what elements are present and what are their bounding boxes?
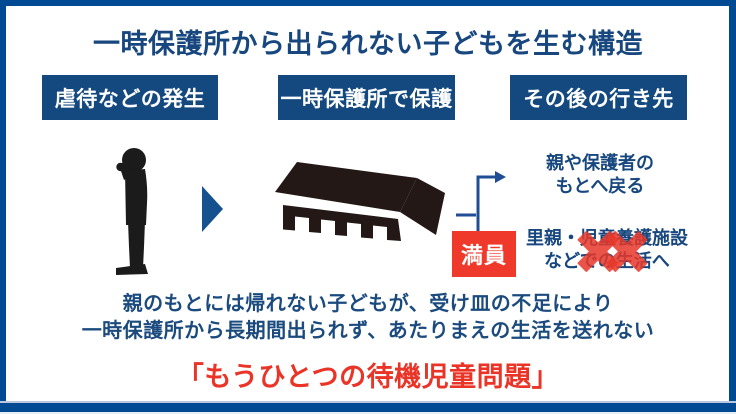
arrowhead-icon [495,171,506,183]
frame-border-left [0,0,6,414]
summary-line: 親のもとには帰れない子どもが、受け皿の不足により [122,293,614,315]
summary-line: 一時保護所から長期間出られず、あたりまえの生活を送れない [81,320,655,342]
stage-box-destination: その後の行き先 [510,75,687,120]
right-arrow-icon [202,186,223,232]
frame-border-right [729,0,736,414]
summary-text: 親のもとには帰れない子どもが、受け皿の不足により 一時保護所から長期間出られず、… [0,291,736,345]
blocked-cross-icon [604,228,650,274]
badge-label: 満員 [460,243,507,268]
stage-box-abuse: 虐待などの発生 [42,75,218,120]
page-title: 一時保護所から出られない子どもを生む構造 [93,29,643,59]
stage-label: その後の行き先 [523,87,674,111]
stage-label: 虐待などの発生 [54,87,206,111]
frame-border-top [0,0,736,6]
stage-label: 一時保護所で保護 [280,87,453,111]
branch-connector [456,171,506,232]
conclusion-heading: 「もうひとつの待機児童問題」 [176,362,560,392]
full-capacity-badge: 満員 [452,231,516,277]
outcome-line: もとへ戻る [555,176,645,196]
shelter-building-icon [275,162,445,241]
child-silhouette-icon [116,148,148,275]
outcome-line: 親や保護者の [546,153,654,173]
outcome-return-home: 親や保護者の もとへ戻る [510,152,690,198]
frame-border-bottom [0,400,736,414]
stage-box-shelter: 一時保護所で保護 [278,75,455,120]
